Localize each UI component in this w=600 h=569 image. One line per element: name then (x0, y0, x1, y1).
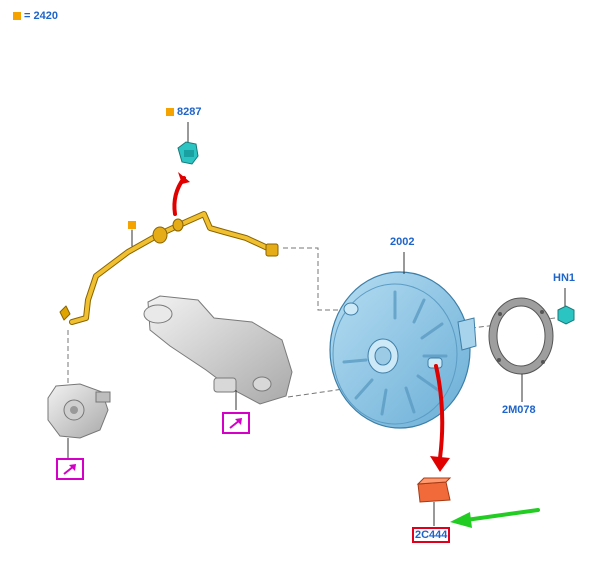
label-nut[interactable]: HN1 (553, 272, 576, 284)
part-2c444 (416, 477, 452, 526)
label-booster[interactable]: 2002 (390, 236, 415, 248)
brake-booster (329, 252, 477, 429)
red-arrowhead-cap (178, 172, 190, 184)
vacuum-pump (47, 383, 111, 458)
label-highlighted-part[interactable]: 2C444 (412, 527, 451, 543)
legend-swatch (13, 12, 21, 21)
link-box-master-cylinder[interactable] (222, 412, 250, 434)
booster-gasket (488, 297, 554, 402)
dashed-leaders (67, 247, 556, 398)
legend-text: = 2420 (24, 10, 58, 22)
nut-hn1 (557, 288, 575, 325)
red-arrowhead-part (430, 456, 450, 472)
link-box-pump[interactable] (56, 458, 84, 480)
vacuum-hose (59, 211, 279, 325)
label-cap-text: 8287 (177, 106, 202, 118)
green-callout-arrow (450, 508, 540, 528)
label-cap-swatch (166, 108, 174, 117)
legend: = 2420 (13, 10, 58, 22)
label-gasket[interactable]: 2M078 (502, 404, 536, 416)
arrow-link-icon (229, 418, 242, 429)
label-cap[interactable]: 8287 (166, 106, 201, 118)
master-cylinder (143, 295, 293, 410)
cap-8287 (177, 122, 199, 165)
arrow-link-icon (63, 464, 76, 475)
